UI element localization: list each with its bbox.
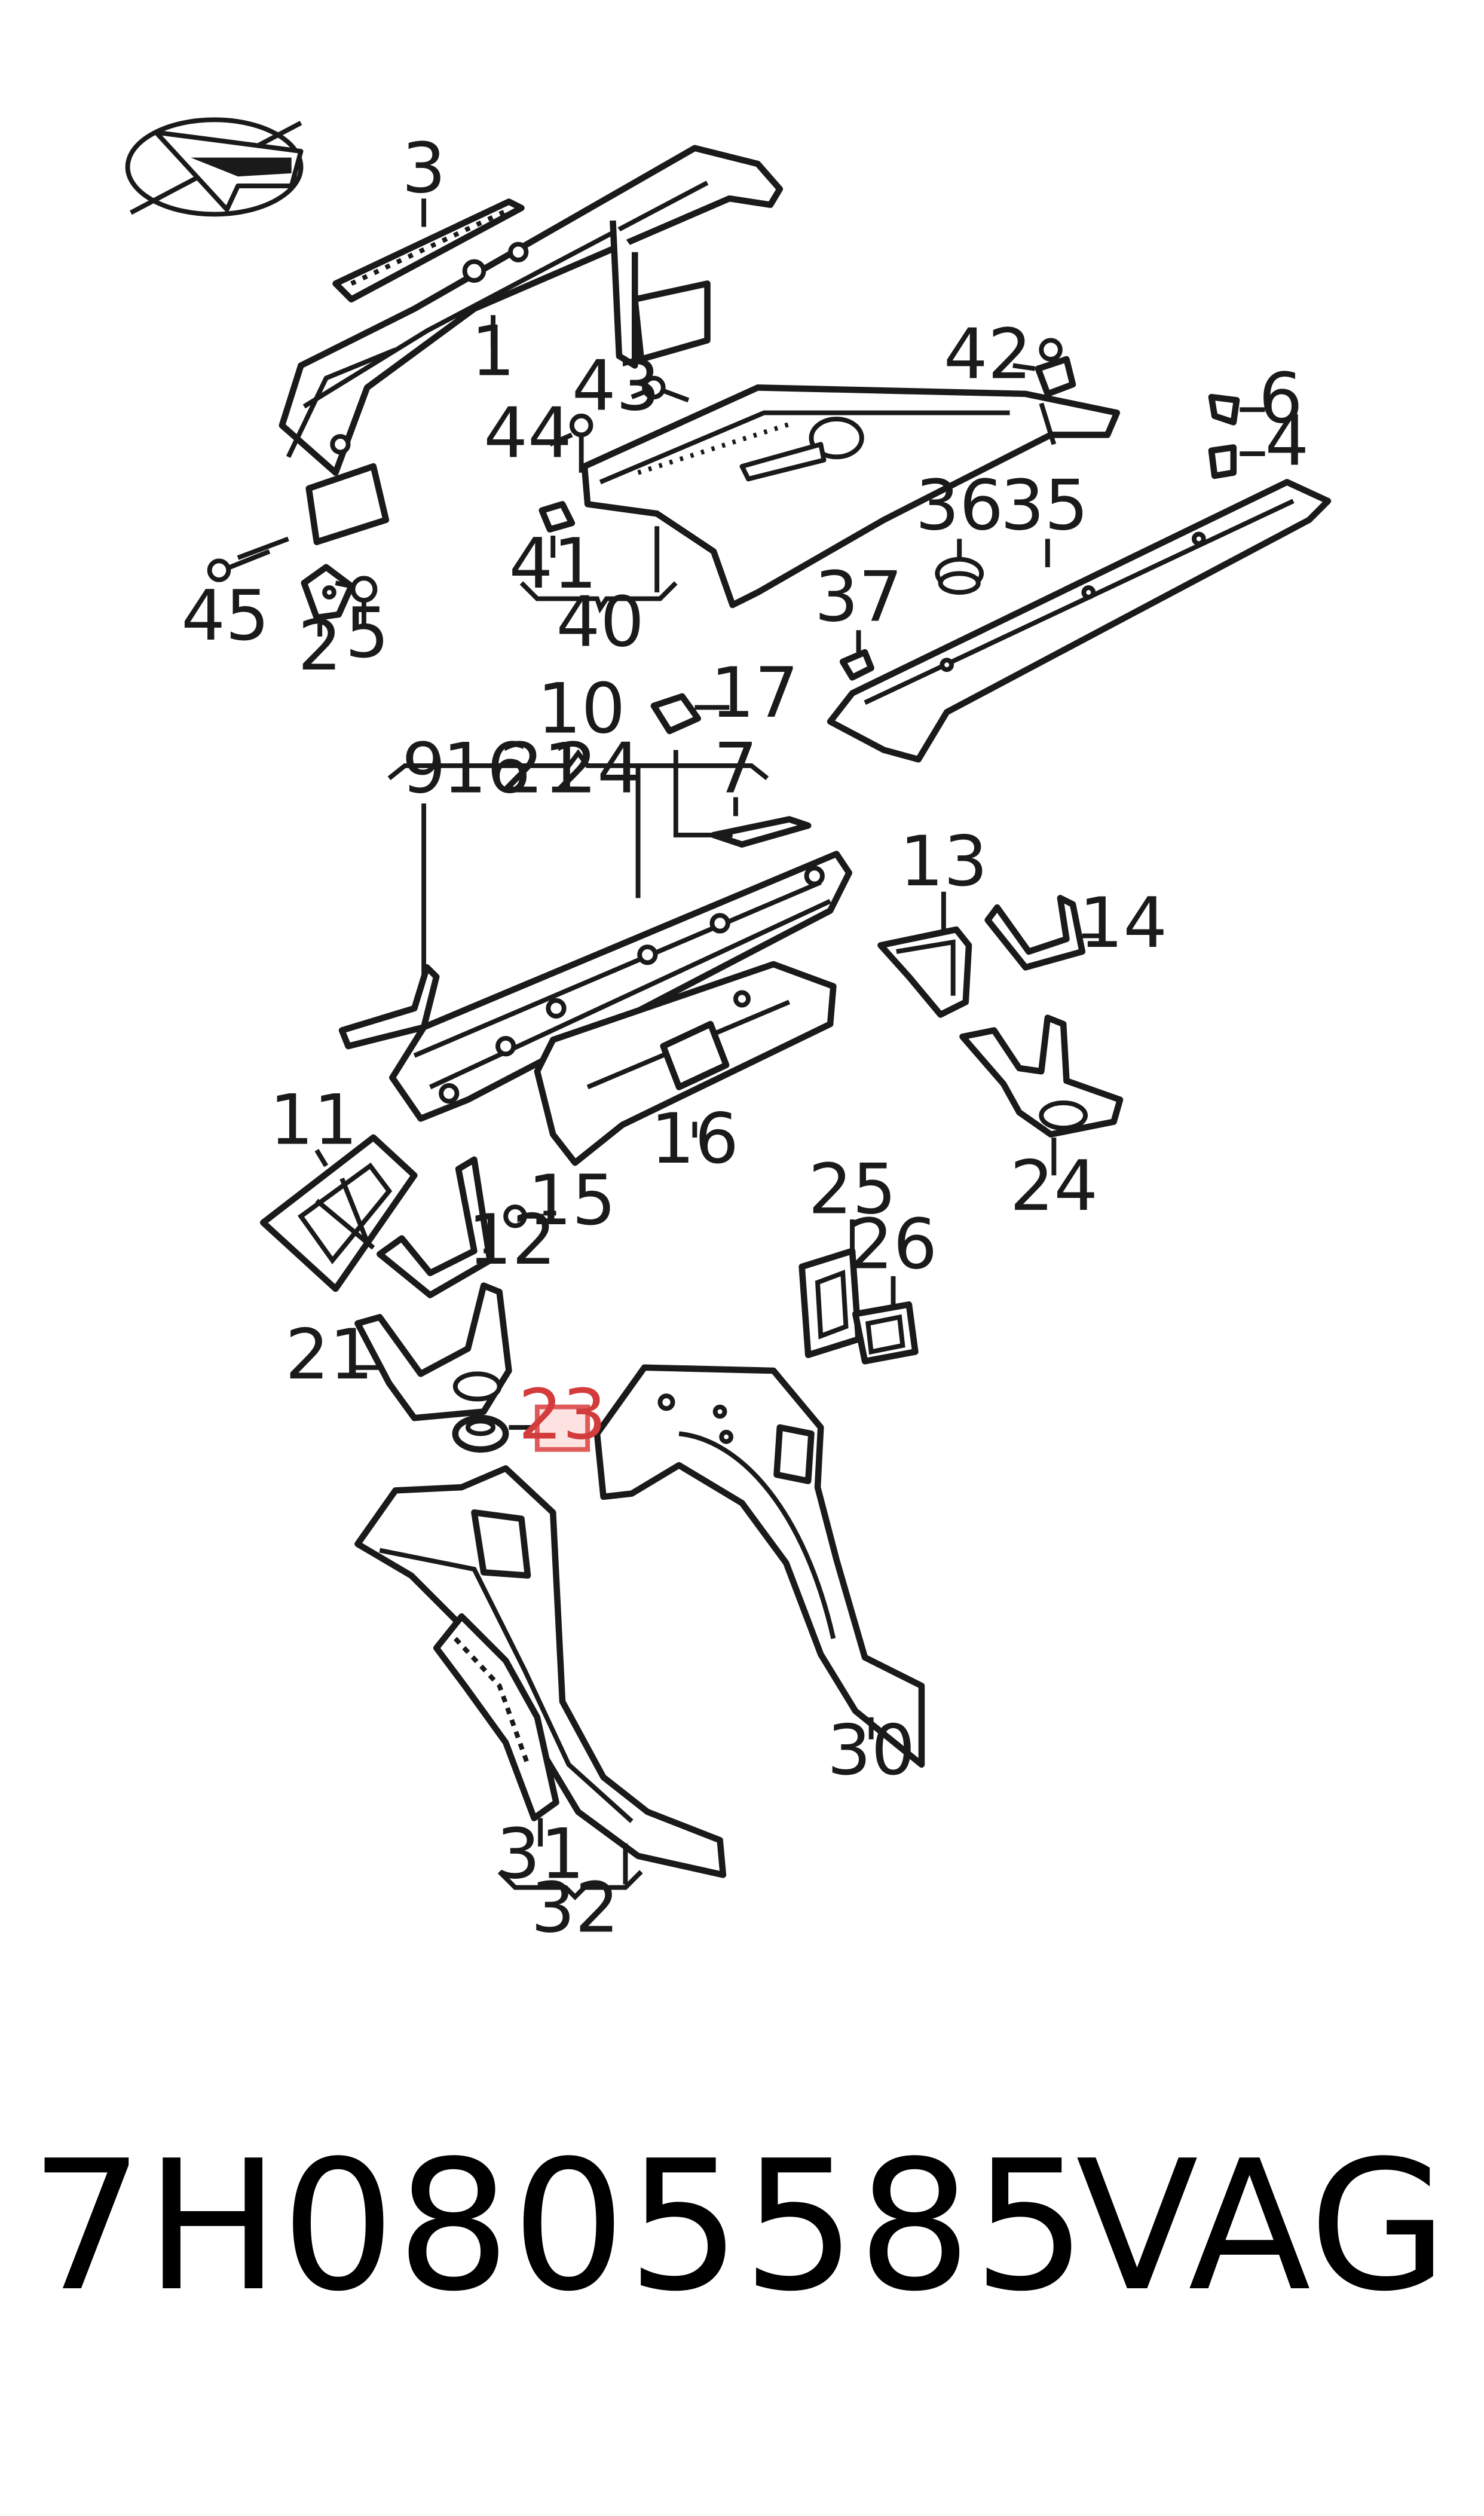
callout-23-highlighted: 23 [518,1374,607,1455]
callout-11: 11 [270,1080,358,1160]
callout-7: 7 [714,729,758,809]
part-number: 7H0805585 [30,2122,1088,2331]
footer: 7H0805585 VAG [0,2128,1484,2325]
callout-6: 6 [1259,358,1303,439]
callout-26: 26 [849,1204,938,1285]
callout-35: 35 [1000,466,1089,546]
part-12-rod [377,1156,494,1298]
part-35-sill-trim [827,479,1332,763]
part-14-rod [984,895,1086,971]
callout-2: 2 [298,606,342,686]
part-40-rear-panel [581,384,1121,609]
part-43-bolt [642,375,690,403]
callout-1: 1 [471,311,515,392]
callout-32: 32 [531,1867,619,1948]
part-16-floor-panel [534,961,837,1166]
callout-44: 44 [484,393,572,473]
part-44-screw [569,413,593,473]
part-37-clip [839,649,874,681]
callout-labels: 3 1 45 2 5 42 43 44 41 40 6 4 36 35 37 1… [181,129,1309,1949]
callout-40: 40 [556,582,645,663]
callout-14: 14 [1079,883,1168,964]
callout-3: 3 [402,129,446,209]
part-5-screw [335,576,378,603]
part-4-clip [1208,444,1237,479]
callout-43: 43 [572,346,660,426]
callout-12: 12 [468,1200,556,1280]
part-21-bracket [354,1282,512,1421]
callout-15: 15 [528,1160,616,1241]
part-42-clip [1035,338,1076,398]
callout-41: 41 [509,524,597,604]
part-1-cross-member [279,145,784,545]
part-15-screw [503,1204,544,1228]
callout-45: 45 [181,576,270,656]
part-36-plug [935,557,984,595]
callout-10: 10 [537,669,626,750]
part-3-seal-strip [332,198,525,303]
highlight-box-23 [534,1404,590,1452]
callout-36: 36 [915,466,1003,546]
callout-13: 13 [899,821,988,902]
brand-name: VAG [1076,2122,1449,2331]
callout-42: 42 [944,314,1032,395]
part-41-nut [538,501,576,533]
part-9-bracket [338,964,440,1050]
callout-5: 5 [345,593,389,674]
part-6-clip [1208,393,1240,426]
callout-31: 31 [496,1814,585,1895]
callout-16-group: 16 [443,729,531,809]
direction-arrow-icon [125,117,304,217]
part-17-cap [650,693,701,735]
part-24-bracket [959,1014,1124,1138]
part-7-bracket [710,816,812,848]
callout-21-group: 21 [500,729,588,809]
leader-lines [237,198,1265,1900]
part-30-wheel-housing [593,1364,925,1768]
part-26-plate [852,1301,919,1365]
callout-21: 21 [285,1314,374,1395]
part-2-bracket [301,564,355,621]
part-11-panel [259,1134,418,1292]
part-31-inner-panel [433,1613,559,1821]
part-13-housing [877,926,972,1018]
callout-24-group: 24 [553,729,641,809]
callout-9: 9 [402,729,446,809]
callout-24: 24 [1010,1146,1099,1227]
callout-16: 16 [651,1099,739,1179]
parts-exploded-diagram: 3 1 45 2 5 42 43 44 41 40 6 4 36 35 37 1… [125,117,1332,1949]
callout-4: 4 [1265,401,1309,482]
part-23-grommet [452,1414,509,1453]
callout-25: 25 [808,1149,896,1230]
part-10-rear-cross-member [389,851,852,1122]
part-45-screw [207,549,271,582]
callout-37: 37 [815,557,903,637]
callout-30: 30 [827,1710,916,1791]
callout-17: 17 [711,653,799,733]
